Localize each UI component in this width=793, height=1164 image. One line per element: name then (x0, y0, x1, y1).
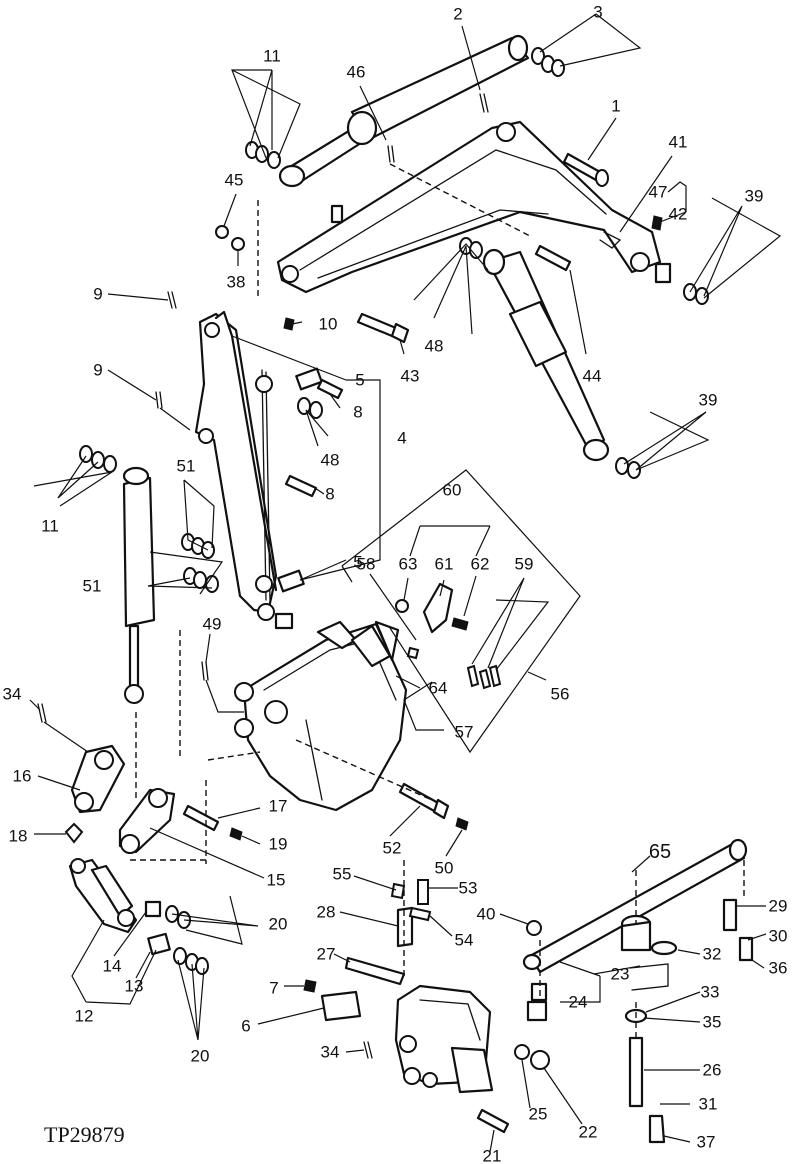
callout-58: 58 (357, 555, 376, 574)
callout-48: 48 (425, 337, 444, 356)
phantom-lines (130, 163, 745, 1040)
callout-48: 48 (321, 451, 340, 470)
callout-44: 44 (583, 367, 602, 386)
callout-32: 32 (703, 945, 722, 964)
callout-19: 19 (269, 835, 288, 854)
callout-61: 61 (435, 555, 454, 574)
callout-60: 60 (443, 481, 462, 500)
callout-34: 34 (3, 685, 22, 704)
callout-42: 42 (669, 205, 688, 224)
leader-lines (29, 13, 782, 1153)
callout-24: 24 (569, 993, 588, 1012)
callout-9: 9 (93, 361, 102, 380)
callout-5: 5 (355, 371, 364, 390)
callout-10: 10 (319, 315, 338, 334)
callout-2: 2 (453, 5, 462, 24)
callout-40: 40 (477, 905, 496, 924)
callout-5: 5 (353, 553, 362, 572)
callout-57: 57 (455, 723, 474, 742)
callout-1: 1 (611, 97, 620, 116)
callout-11: 11 (263, 47, 281, 66)
bucket-links (68, 744, 176, 934)
callout-7: 7 (269, 979, 278, 998)
callout-9: 9 (93, 285, 102, 304)
callout-39: 39 (745, 187, 764, 206)
callout-25: 25 (529, 1105, 548, 1124)
callout-30: 30 (769, 927, 788, 946)
callout-35: 35 (703, 1013, 722, 1032)
callout-15: 15 (267, 871, 286, 890)
callout-36: 36 (769, 959, 788, 978)
boom-cylinder (278, 34, 530, 188)
callout-4: 4 (397, 429, 406, 448)
bucket-cylinder (122, 466, 156, 704)
callout-20: 20 (191, 1047, 210, 1066)
callout-3: 3 (593, 3, 602, 22)
callout-51: 51 (83, 577, 102, 596)
callout-12: 12 (75, 1007, 94, 1026)
callout-43: 43 (401, 367, 420, 386)
drawing-id: TP29879 (44, 1122, 125, 1147)
callout-37: 37 (697, 1133, 716, 1152)
bucket (234, 620, 408, 812)
callout-39: 39 (699, 391, 718, 410)
callout-33: 33 (701, 983, 720, 1002)
swing-cylinder (522, 838, 754, 1144)
crowd-cylinder (482, 248, 610, 462)
callout-16: 16 (13, 767, 32, 786)
callout-26: 26 (703, 1061, 722, 1080)
callout-55: 55 (333, 865, 352, 884)
boom (276, 120, 662, 294)
callout-29: 29 (769, 897, 788, 916)
callout-63: 63 (399, 555, 418, 574)
callout-45: 45 (225, 171, 244, 190)
callout-31: 31 (699, 1095, 718, 1114)
callout-38: 38 (227, 273, 246, 292)
callout-64: 64 (429, 679, 448, 698)
callout-52: 52 (383, 839, 402, 858)
callout-54: 54 (455, 931, 474, 950)
callout-28: 28 (317, 903, 336, 922)
callout-8: 8 (353, 403, 362, 422)
callout-13: 13 (125, 977, 144, 996)
callout-59: 59 (515, 555, 534, 574)
callout-21: 21 (483, 1147, 502, 1164)
callout-17: 17 (269, 797, 288, 816)
swing-frame (320, 906, 494, 1094)
callout-8: 8 (325, 485, 334, 504)
callout-51: 51 (177, 457, 196, 476)
callout-62: 62 (471, 555, 490, 574)
callout-labels: 1 2 3 4 5 5 6 7 8 8 9 9 10 11 11 12 13 1… (3, 3, 788, 1164)
callout-34: 34 (321, 1043, 340, 1062)
callout-22: 22 (579, 1123, 598, 1142)
callout-47: 47 (649, 183, 668, 202)
callout-41: 41 (669, 133, 688, 152)
callout-53: 53 (459, 879, 478, 898)
callout-46: 46 (347, 63, 366, 82)
callout-56: 56 (551, 685, 570, 704)
callout-11: 11 (41, 517, 59, 536)
callout-27: 27 (317, 945, 336, 964)
hardware (37, 47, 709, 1134)
dipper-stick (194, 200, 278, 621)
callout-23: 23 (611, 965, 630, 984)
callout-18: 18 (9, 827, 28, 846)
callout-49: 49 (203, 615, 222, 634)
callout-20: 20 (269, 915, 288, 934)
callout-65: 65 (649, 841, 671, 863)
callout-6: 6 (241, 1017, 250, 1036)
callout-50: 50 (435, 859, 454, 878)
callout-14: 14 (103, 957, 122, 976)
